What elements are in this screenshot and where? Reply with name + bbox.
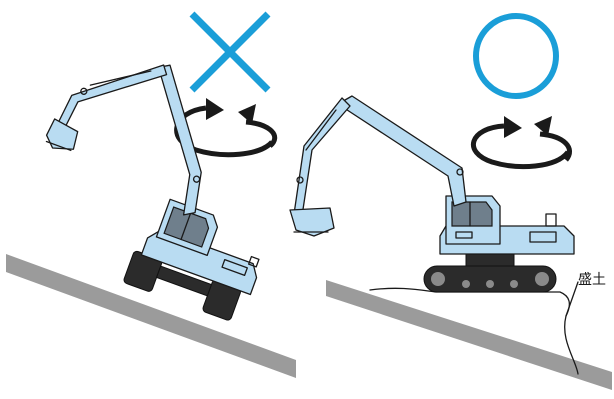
cross-icon — [189, 11, 271, 93]
fill-label: 盛土 — [578, 272, 606, 288]
right-excavator — [289, 95, 575, 293]
left-undercarriage — [155, 265, 213, 297]
right-panel: 盛土 — [289, 13, 612, 390]
label-leader-line — [565, 281, 579, 317]
left-panel — [6, 11, 296, 378]
left-excavator — [45, 64, 260, 321]
right-rotation-arrows-icon — [470, 116, 572, 170]
left-slope-ground — [6, 254, 296, 378]
right-slope-ground — [326, 280, 612, 390]
fill-mound-outline — [369, 287, 579, 375]
circle-icon — [473, 13, 559, 99]
